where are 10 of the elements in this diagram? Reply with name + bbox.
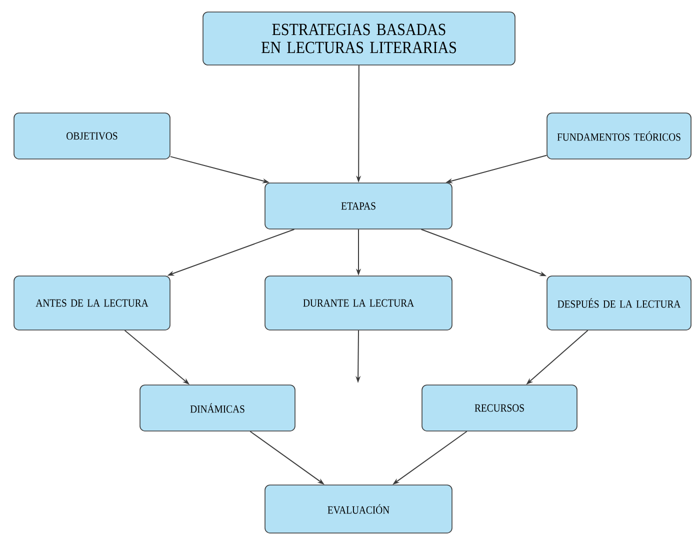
process-box: OBJETIVOS [14, 112, 170, 160]
process-box: ANTES DE LA LECTURA [14, 276, 170, 330]
process-box: EVALUACIÓN [264, 484, 452, 534]
process-box: ESTRATEGIAS BASADAS EN LECTURAS LITERARIAS [202, 12, 516, 66]
process-box: RECURSOS [422, 384, 578, 432]
process-box: DINÁMICAS [140, 384, 296, 432]
process-box: ETAPAS [264, 182, 452, 230]
process-box: DESPUÉS DE LA LECTURA [546, 276, 692, 330]
process-box: FUNDAMENTOS TEÓRICOS [546, 112, 692, 160]
process-box: DURANTE LA LECTURA [264, 276, 452, 330]
